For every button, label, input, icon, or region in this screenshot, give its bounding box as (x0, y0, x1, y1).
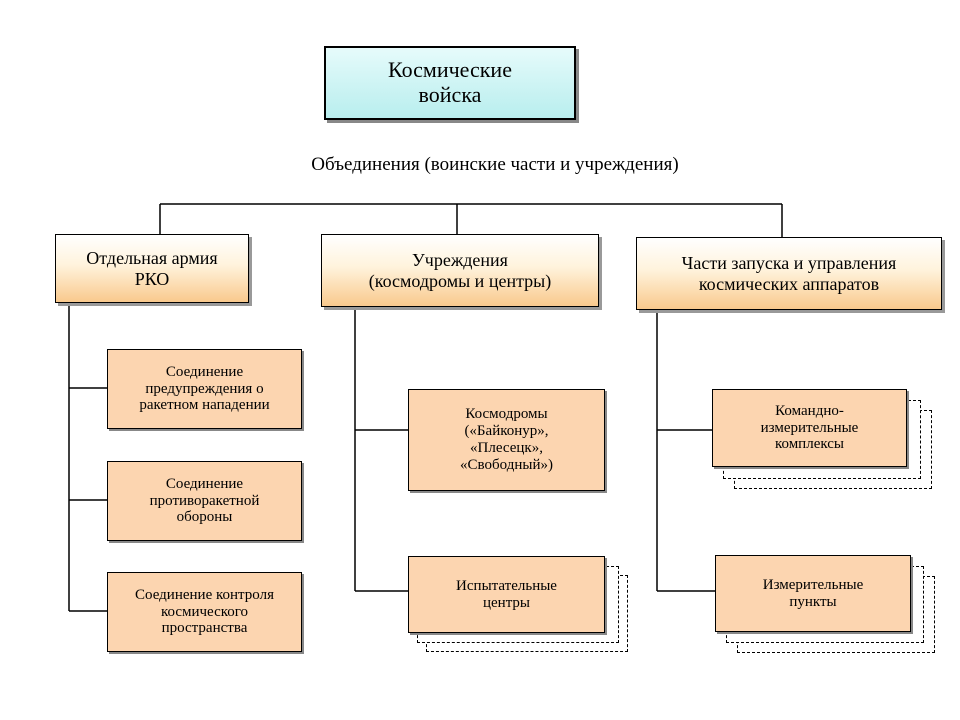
child-2-2-box: Испытательные центры (408, 556, 605, 633)
child-1-3-box: Соединение контроля космического простра… (107, 572, 302, 652)
child-1-1-label: Соединение предупреждения о ракетном нап… (139, 363, 270, 414)
branch-1-label: Отдельная армия РКО (86, 248, 218, 289)
child-2-1-label: Космодромы («Байконур», «Плесецк», «Своб… (460, 406, 553, 473)
child-1-3-label: Соединение контроля космического простра… (135, 586, 274, 637)
child-2-2-label: Испытательные центры (456, 577, 557, 611)
child-1-1-box: Соединение предупреждения о ракетном нап… (107, 349, 302, 429)
branch-2-box: Учреждения (космодромы и центры) (321, 234, 599, 307)
child-1-2-box: Соединение противоракетной обороны (107, 461, 302, 541)
child-3-2-label: Измерительные пункты (762, 576, 864, 610)
root-box: Космические войска (324, 46, 576, 120)
branch-3-box: Части запуска и управления космических а… (636, 237, 942, 310)
child-3-1-label: Командно- измерительные комплексы (760, 402, 859, 453)
subtitle: Объединения (воинские части и учреждения… (311, 154, 679, 175)
child-1-2-label: Соединение противоракетной обороны (149, 475, 260, 526)
root-label: Космические войска (388, 57, 512, 107)
branch-2-label: Учреждения (космодромы и центры) (368, 250, 552, 291)
child-3-1-box: Командно- измерительные комплексы (712, 389, 907, 467)
child-2-1-box: Космодромы («Байконур», «Плесецк», «Своб… (408, 389, 605, 491)
child-3-2-box: Измерительные пункты (715, 555, 911, 632)
branch-3-label: Части запуска и управления космических а… (681, 253, 897, 294)
branch-1-box: Отдельная армия РКО (55, 234, 249, 303)
